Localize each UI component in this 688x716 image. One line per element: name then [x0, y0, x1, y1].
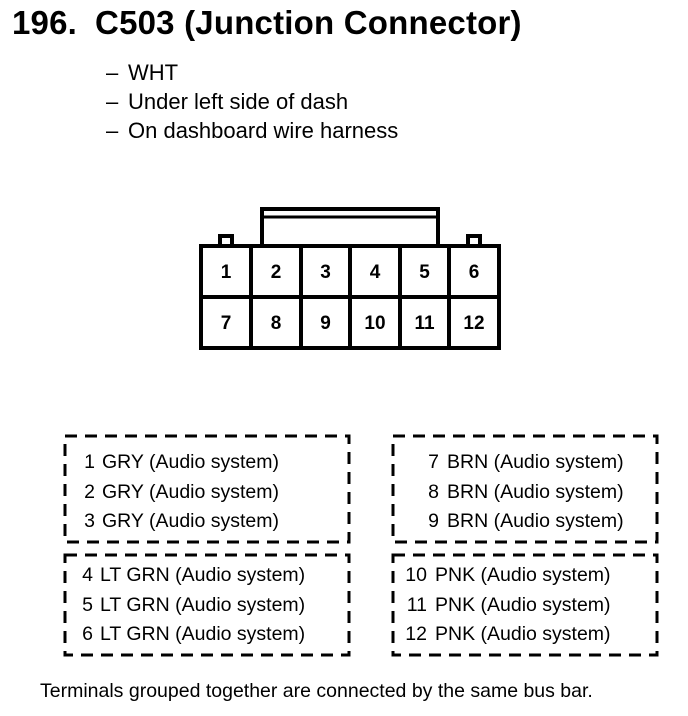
cavity-3: 3 [320, 262, 331, 283]
connector-title: C503 (Junction Connector) [95, 4, 522, 41]
cavity-1: 1 [221, 262, 232, 283]
cavity-5: 5 [419, 262, 430, 283]
bus-bar-group-frame [391, 553, 659, 657]
connector-diagram: 1 2 3 4 5 6 7 8 9 10 11 12 [199, 207, 501, 350]
cavity-8: 8 [271, 313, 282, 334]
cavity-2: 2 [271, 262, 282, 283]
connector-left-tab [218, 234, 234, 246]
cavity-9: 9 [320, 313, 331, 334]
info-line-harness: –On dashboard wire harness [106, 118, 399, 143]
cavity-6: 6 [469, 262, 480, 283]
page-title: 196. C503 (Junction Connector) [12, 4, 522, 42]
cavity-7: 7 [221, 313, 232, 334]
connector-latch [260, 207, 440, 246]
cavity-12: 12 [463, 313, 484, 334]
bus-bar-group-frame [63, 434, 351, 544]
bus-bar-group-frame [391, 434, 659, 544]
cavity-4: 4 [370, 262, 381, 283]
bus-bar-group-frame [63, 553, 351, 657]
cavity-10: 10 [364, 313, 385, 334]
connector-info: –WHT –Under left side of dash –On dashbo… [106, 58, 398, 145]
bus-bar-note: Terminals grouped together are connected… [40, 680, 593, 702]
info-line-color: –WHT [106, 60, 179, 85]
info-line-location: –Under left side of dash [106, 89, 349, 114]
cavity-11: 11 [414, 313, 435, 334]
section-number: 196. [12, 4, 78, 41]
connector-right-tab [466, 234, 482, 246]
